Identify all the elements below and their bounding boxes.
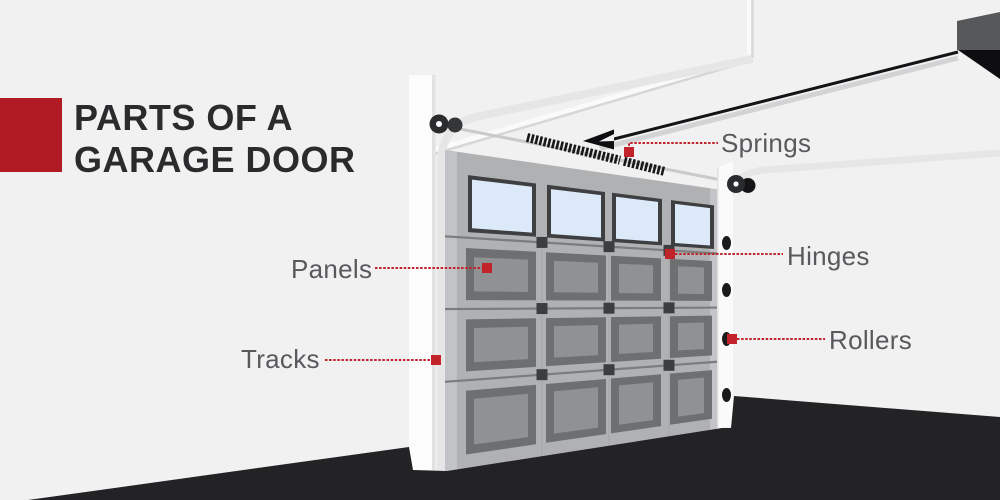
window-glass xyxy=(616,196,658,242)
title-line-1: PARTS OF A xyxy=(74,97,293,138)
callout-rollers xyxy=(727,334,825,344)
door-panels xyxy=(466,248,712,455)
pulley-left xyxy=(429,114,463,134)
hinge xyxy=(536,303,548,315)
callout-marker-springs xyxy=(624,147,634,157)
hinge xyxy=(663,302,675,314)
ceiling-corner xyxy=(419,0,754,160)
track-right xyxy=(725,149,1000,424)
hinge xyxy=(663,359,675,371)
callout-marker-tracks xyxy=(431,355,441,365)
callout-marker-rollers xyxy=(727,334,737,344)
door-seams xyxy=(444,235,723,457)
hinge xyxy=(603,364,615,376)
callout-springs xyxy=(624,142,718,157)
title-line-2: GARAGE DOOR xyxy=(74,139,356,180)
door-windows xyxy=(468,175,714,249)
page-title: PARTS OF A GARAGE DOOR xyxy=(74,97,356,181)
panel-inset xyxy=(619,263,653,294)
callout-panels xyxy=(375,263,492,273)
callout-label-tracks: Tracks xyxy=(241,344,320,374)
roller xyxy=(722,283,731,297)
garage-floor xyxy=(28,396,1000,500)
opener-rail xyxy=(599,50,959,151)
panel-inset xyxy=(474,326,528,363)
hinge xyxy=(536,236,548,248)
callout-label-hinges: Hinges xyxy=(787,241,870,271)
window-glass xyxy=(472,179,532,233)
opener-motor xyxy=(957,12,1000,79)
panel-inset xyxy=(554,325,598,358)
roller xyxy=(722,236,731,250)
panel-inset xyxy=(554,387,598,434)
callout-tracks xyxy=(325,355,441,365)
left-track-post xyxy=(409,75,436,470)
panel-inset xyxy=(678,266,704,294)
callout-line-springs xyxy=(628,142,718,150)
rail-bracket xyxy=(583,129,614,150)
window-glass xyxy=(551,189,601,238)
hinge xyxy=(603,302,615,314)
pulley-right xyxy=(727,175,756,193)
callout-marker-hinges xyxy=(665,249,675,259)
panel-inset xyxy=(678,377,704,417)
brand-logo-square xyxy=(0,98,62,172)
callout-label-rollers: Rollers xyxy=(829,325,913,355)
callout-label-panels: Panels xyxy=(291,254,373,284)
panel-inset xyxy=(619,382,653,425)
callout-label-springs: Springs xyxy=(721,128,812,158)
panel-inset xyxy=(619,323,653,354)
callout-marker-panels xyxy=(482,263,492,273)
panel-inset xyxy=(678,322,704,351)
spring-coil xyxy=(525,133,666,176)
panel-inset xyxy=(554,260,598,293)
track-left xyxy=(437,55,753,470)
callout-hinges xyxy=(665,249,783,259)
window-glass xyxy=(675,203,710,246)
roller xyxy=(722,388,731,402)
hinge xyxy=(536,369,548,381)
panel-inset xyxy=(474,257,528,292)
panel-inset xyxy=(474,393,528,445)
hinge xyxy=(603,241,615,253)
